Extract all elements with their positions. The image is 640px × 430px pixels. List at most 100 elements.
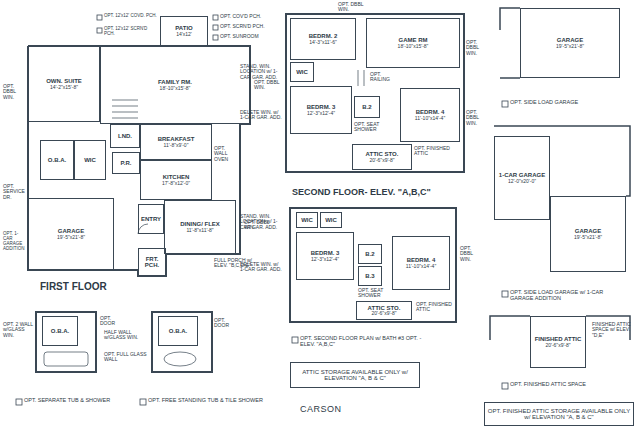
room-dimension: 11'-10"x14'-4": [415, 116, 445, 121]
stairs-and-fixtures: [44, 70, 364, 366]
plan-note: OPT. FINISHED ATTIC: [416, 302, 452, 313]
plan-note: HALF WALL w/GLASS WIN.: [104, 330, 148, 341]
wall-outlines: [28, 14, 464, 372]
plan-note: OPT. DBBL WIN.: [254, 80, 280, 91]
room-dimension: 11'-8"x11'-8": [186, 228, 213, 233]
plan-note: OPT. DBBL WIN.: [3, 84, 26, 100]
note-box: OPT. FINISHED ATTIC STORAGE AVAILABLE ON…: [484, 402, 634, 426]
room-dimension: 11'-8"x9'-0": [164, 143, 189, 148]
room-box: O.B.A.: [158, 316, 198, 346]
checkbox: [16, 399, 22, 405]
room-box: B.2: [358, 244, 382, 264]
plan-note: OPT. 12'x12' COVD. PCH.: [104, 14, 158, 19]
room-name: LND.: [118, 133, 132, 139]
tub-option-outline: [152, 312, 212, 372]
stair-tread: [364, 70, 365, 86]
room-dimension: 14'-2"x15'-8": [50, 85, 78, 90]
checkbox: [292, 337, 298, 343]
door-swing: [138, 224, 148, 234]
checkbox: [140, 399, 146, 405]
plan-note: OPT. SIDE LOAD GARAGE: [510, 100, 620, 106]
room-name: WIC: [296, 69, 308, 75]
plan-note: DELETE WIN. w/ 1-CAR GAR. ADD.: [240, 262, 284, 273]
room-box: B.3: [358, 266, 382, 286]
plan-note: STAND. WIN. LOCATION w/ 1-CAR GAR. ADD.: [240, 64, 284, 80]
first-floor-outline: [28, 46, 250, 276]
room-dimension: 17'-8"x12'-0": [162, 181, 190, 186]
tub-option-outline: [36, 312, 96, 372]
plan-note: OPT. COV'D PCH.: [220, 14, 270, 19]
plan-note: OPT. SEAT SHOWER: [358, 288, 392, 299]
plan-note: OPT. SUNROOM: [220, 34, 270, 39]
room-name: O.B.A.: [48, 157, 66, 163]
room-box: DINING/ FLEX11'-8"x11'-8": [164, 200, 236, 254]
room-dimension: 12'-3"x12'-4": [307, 111, 335, 116]
wall-line: [500, 77, 520, 79]
plan-note: OPT. WALL OVEN: [214, 146, 238, 162]
room-dimension: 18'-10"x15'-8": [160, 86, 191, 91]
plan-note: OPT. FINISHED ATTIC SPACE: [510, 382, 620, 388]
note-text: OPT. FINISHED ATTIC STORAGE AVAILABLE ON…: [486, 408, 632, 421]
bathtub-symbol: [44, 352, 88, 366]
room-box: GARAGE19'-5"x21'-8": [28, 198, 114, 270]
plan-note: OPT. DOOR: [100, 316, 124, 327]
stair-tread: [112, 106, 138, 107]
stair-tread: [112, 100, 138, 101]
room-box: P.R.: [112, 152, 140, 174]
plan-note: OPT. 2 WALL w/GLASS WIN.: [3, 322, 33, 338]
room-box: WIC: [290, 62, 314, 82]
room-box: ATTIC STO.20'-6"x9'-8": [352, 144, 412, 170]
room-box: OWN. SUITE14'-2"x15'-8": [28, 46, 100, 122]
stair-tread: [112, 118, 138, 119]
room-box: BEDRM. 411'-10"x14'-4": [400, 88, 460, 142]
room-dimension: 20'-6"x9'-8": [545, 343, 570, 348]
room-dimension: 18'-10"x15'-8": [398, 44, 429, 49]
room-box: WIC: [74, 140, 106, 180]
room-box: B.2: [354, 96, 380, 118]
room-name: WIC: [301, 217, 313, 223]
plan-note: STAND. WIN. LOCATION w/ 1-CAR GAR. ADD.: [240, 214, 284, 230]
opt-second-floor-outline: [290, 208, 456, 322]
plan-note: OPT. SEAT SHOWER: [354, 122, 388, 133]
stair-tread: [358, 70, 359, 86]
plan-note: OPT. FINISHED ATTIC: [414, 146, 450, 157]
plan-note: DELETE WIN. w/ 1-CAR GAR. ADD.: [240, 110, 284, 121]
room-box: FRT. PCH.: [138, 248, 166, 276]
room-dimension: 14'x12': [176, 32, 192, 37]
room-dimension: 11'-10"x14'-4": [406, 264, 436, 269]
plan-heading: FIRST FLOOR: [40, 282, 150, 293]
plan-note: OPT. FREE STANDING TUB & TILE SHOWER: [148, 398, 268, 404]
room-box: PATIO14'x12': [160, 16, 208, 46]
plan-note: OPT. RAILING: [370, 72, 400, 83]
checkbox: [502, 383, 508, 389]
room-name: P.R.: [121, 160, 132, 166]
note-text: ATTIC STORAGE AVAILABLE ONLY w/ ELEVATIO…: [292, 369, 418, 382]
checkbox: [213, 25, 218, 30]
room-box: BEDRM. 214'-3"x11'-6": [290, 18, 356, 60]
room-name: O.B.A.: [51, 328, 69, 334]
checkbox: [213, 15, 218, 20]
option-checkboxes: [16, 15, 508, 405]
room-name: ENTRY: [141, 216, 161, 222]
plan-note: OPT. FULL GLASS WALL: [104, 352, 148, 363]
plan-note: FINISHED ATTIC SPACE w/ ELEV. "D,E": [592, 322, 632, 338]
plan-note: OPT. SECOND FLOOR PLAN w/ BATH #3 OPT. -…: [300, 336, 430, 348]
plan-note: OPT. SIDE LOAD GARAGE w/ 1-CAR GARAGE AD…: [510, 290, 628, 302]
partial-walls: [490, 8, 630, 340]
plan-title: CARSON: [300, 405, 342, 415]
room-box: GAME RM18'-10"x15'-8": [366, 18, 460, 68]
room-dimension: 20'-6"x9'-8": [371, 311, 396, 316]
second-floor-outline: [286, 14, 464, 172]
room-box: GARAGE19'-5"x21'-8": [520, 8, 620, 78]
room-name: WIC: [325, 217, 337, 223]
room-box: KITCHEN17'-8"x12'-0": [140, 160, 212, 200]
room-dimension: 12'-3"x12'-4": [311, 257, 339, 262]
plan-note: OPT. 12'x12' SCRN'D PCH.: [104, 27, 158, 37]
room-dimension: 19'-5"x21'-8": [556, 44, 584, 49]
room-name: O.B.A.: [169, 328, 187, 334]
freestanding-tub-symbol: [164, 352, 196, 366]
plan-note: OPT. DBBL WIN.: [466, 110, 490, 126]
room-box: WIC: [296, 212, 318, 228]
note-box: ATTIC STORAGE AVAILABLE ONLY w/ ELEVATIO…: [290, 362, 420, 388]
plan-note: OPT. DBBL WIN.: [460, 246, 484, 262]
